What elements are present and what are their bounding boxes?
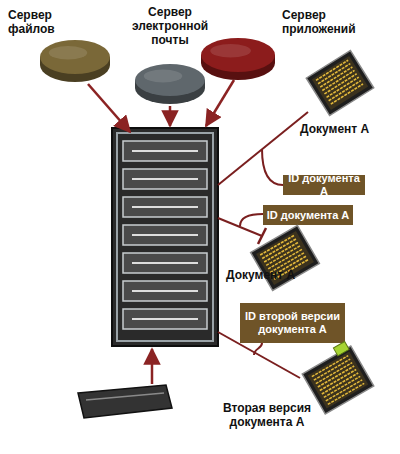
document: Документ А	[220, 228, 328, 292]
id-tag: ID второй версии документа А	[240, 303, 345, 343]
server-label: Сервер электронной почты	[120, 5, 220, 47]
document-shape	[220, 228, 328, 292]
link-line	[218, 218, 262, 236]
document-label: Документ А	[300, 122, 390, 136]
document: Документ А	[290, 50, 390, 138]
id-tag: ID документа А	[263, 205, 353, 225]
leader-line	[254, 343, 262, 355]
id-tag-text: ID документа А	[283, 172, 365, 198]
flow-arrow	[88, 84, 130, 132]
server-tower	[112, 128, 218, 346]
document: Вторая версия документа А	[215, 345, 385, 437]
flow-arrow	[151, 349, 154, 384]
flow-arrow	[169, 106, 172, 126]
document-label: Вторая версия документа А	[217, 401, 317, 429]
server-label: Сервер приложений	[282, 8, 360, 36]
id-tag: ID документа А	[283, 175, 365, 195]
server-label: Сервер файлов	[8, 8, 70, 36]
id-tag-text: ID документа А	[267, 209, 350, 222]
document-label: Документ А	[226, 268, 306, 282]
keyboard	[78, 385, 172, 418]
flow-arrow	[206, 80, 234, 126]
id-tag-text: ID второй версии документа А	[240, 310, 345, 336]
leader-line	[240, 214, 263, 226]
link-end-bar	[258, 228, 266, 244]
leader-line	[262, 149, 283, 185]
server-disk: Сервер файлов	[5, 5, 115, 85]
